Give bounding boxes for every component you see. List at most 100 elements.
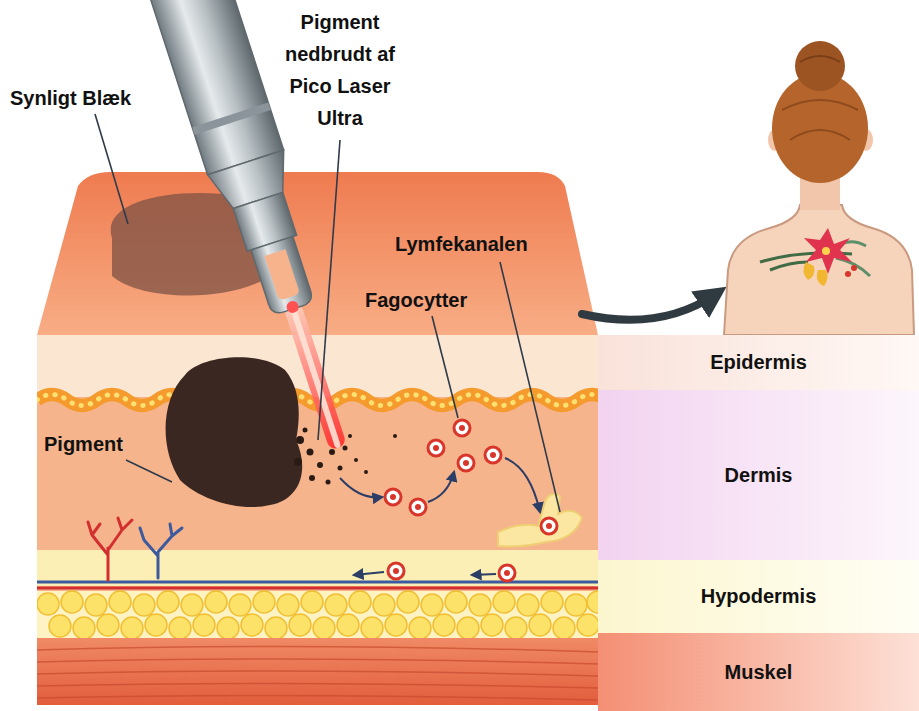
phagocyte-part — [410, 499, 426, 515]
skin-cross-section-part-part — [37, 659, 598, 664]
skin-cross-section-part-part — [37, 646, 598, 652]
flow-arrow-part — [472, 574, 496, 575]
skin-cross-section-part-part — [85, 594, 107, 616]
person-figure-part — [851, 265, 857, 271]
pointer-arrow — [582, 294, 716, 320]
phagocyte-part — [458, 455, 474, 471]
person-figure-part — [845, 271, 851, 277]
skin-cross-section-part-part — [294, 458, 302, 466]
skin-cross-section-part-part — [337, 614, 359, 636]
skin-surface — [37, 172, 598, 335]
laser-handpiece-part — [285, 299, 300, 314]
skin-cross-section-part-part — [361, 617, 383, 639]
skin-cross-section-part-part — [541, 591, 563, 613]
callout-label: Lymfekanalen — [395, 228, 555, 260]
person-figure-part — [822, 247, 830, 255]
skin-cross-section-part-part — [326, 480, 331, 485]
skin-cross-section-part-part — [373, 594, 395, 616]
skin-cross-section-part-part — [529, 614, 551, 636]
skin-cross-section-part-part — [253, 591, 275, 613]
skin-cross-section-part-part — [217, 617, 239, 639]
phagocyte-core-part — [546, 523, 552, 529]
skin-cross-section-part-part — [241, 614, 263, 636]
skin-cross-section-part — [37, 646, 598, 700]
skin-cross-section-part — [37, 587, 598, 590]
laser-handpiece-part — [289, 304, 341, 449]
skin-cross-section-part — [88, 518, 182, 580]
skin-cross-section-part-part — [37, 683, 598, 688]
skin-cross-section-part — [166, 357, 303, 507]
skin-cross-section-part-part — [553, 617, 575, 639]
leader-line-part — [318, 140, 340, 440]
skin-cross-section-part-part — [289, 614, 311, 636]
leader-line-part — [126, 460, 172, 482]
skin-cross-section-part-part — [313, 617, 335, 639]
phagocyte-part — [499, 565, 515, 581]
skin-cross-section-part-part — [565, 594, 587, 616]
skin-cross-section-part-part — [61, 591, 83, 613]
skin-cross-section-part-part — [397, 591, 419, 613]
leader-line-part — [95, 114, 128, 224]
skin-cross-section-part-part — [469, 594, 491, 616]
person-figure-part — [817, 270, 828, 286]
skin-cross-section-part-part — [296, 436, 304, 444]
skin-cross-section-part-part — [307, 449, 314, 456]
callout-label: Synligt Blæk — [10, 82, 170, 114]
skin-cross-section-part-part — [121, 617, 143, 639]
callout-label: Pigment nedbrudt af Pico Laser Ultra — [272, 6, 408, 134]
skin-cross-section-part-part — [317, 462, 323, 468]
laser-handpiece-part — [149, 0, 284, 175]
skin-cross-section-part-part — [433, 614, 455, 636]
skin-layer-band: Muskel — [598, 633, 919, 711]
skin-cross-section-part-part — [277, 594, 299, 616]
skin-cross-section-part-part — [169, 617, 191, 639]
skin-layer-band: Epidermis — [598, 335, 919, 390]
phagocyte-core-part — [463, 460, 469, 466]
person-figure-part — [803, 262, 814, 280]
phagocyte — [385, 420, 557, 581]
skin-cross-section-part — [294, 428, 397, 485]
skin-cross-section-part-part — [421, 594, 443, 616]
phagocyte-part — [385, 489, 401, 505]
skin-cross-section-part — [37, 591, 598, 638]
callout-label: Pigment — [44, 428, 154, 460]
skin-cross-section-part — [37, 591, 598, 639]
flow-arrow — [340, 458, 540, 575]
flow-arrow-part — [354, 572, 384, 575]
phagocyte-core — [390, 425, 552, 576]
skin-layer-band: Dermis — [598, 390, 919, 560]
skin-cross-section-part-part — [349, 591, 371, 613]
skin-cross-section-part-part — [385, 614, 407, 636]
skin-cross-section-part-part — [205, 591, 227, 613]
laser-handpiece-part — [192, 102, 271, 134]
phagocyte-part — [541, 518, 557, 534]
skin-cross-section-part-part — [445, 591, 467, 613]
skin-cross-section-part-part — [73, 617, 95, 639]
skin-cross-section-part-part — [88, 518, 132, 580]
skin-cross-section-part-part — [325, 594, 347, 616]
phagocyte-core-part — [490, 452, 496, 458]
phagocyte-core-part — [393, 568, 399, 574]
person-figure — [724, 41, 914, 335]
skin-cross-section-part-part — [354, 458, 358, 462]
skin-cross-section-part-part — [140, 524, 182, 578]
leader-line-part — [500, 262, 560, 512]
phagocyte-part — [428, 440, 444, 456]
person-figure-part — [724, 205, 914, 335]
skin-cross-section-part-part — [338, 466, 343, 471]
person-figure-part — [800, 56, 840, 62]
leader-line — [95, 114, 560, 512]
phagocyte-part — [485, 447, 501, 463]
skin-cross-section-part-part — [145, 614, 167, 636]
skin-cross-section-part-part — [37, 695, 598, 700]
person-figure-part — [782, 100, 858, 140]
skin-cross-section-part — [37, 638, 598, 705]
person-figure-part — [795, 41, 845, 91]
skin-cross-section-part-part — [109, 591, 131, 613]
skin-cross-section-part-part — [348, 434, 352, 438]
skin-cross-section-part-part — [37, 671, 598, 676]
skin-cross-section-part-part — [265, 617, 287, 639]
skin-cross-section-part-part — [49, 615, 71, 637]
skin-cross-section-part-part — [481, 614, 503, 636]
phagocyte-core-part — [459, 425, 465, 431]
